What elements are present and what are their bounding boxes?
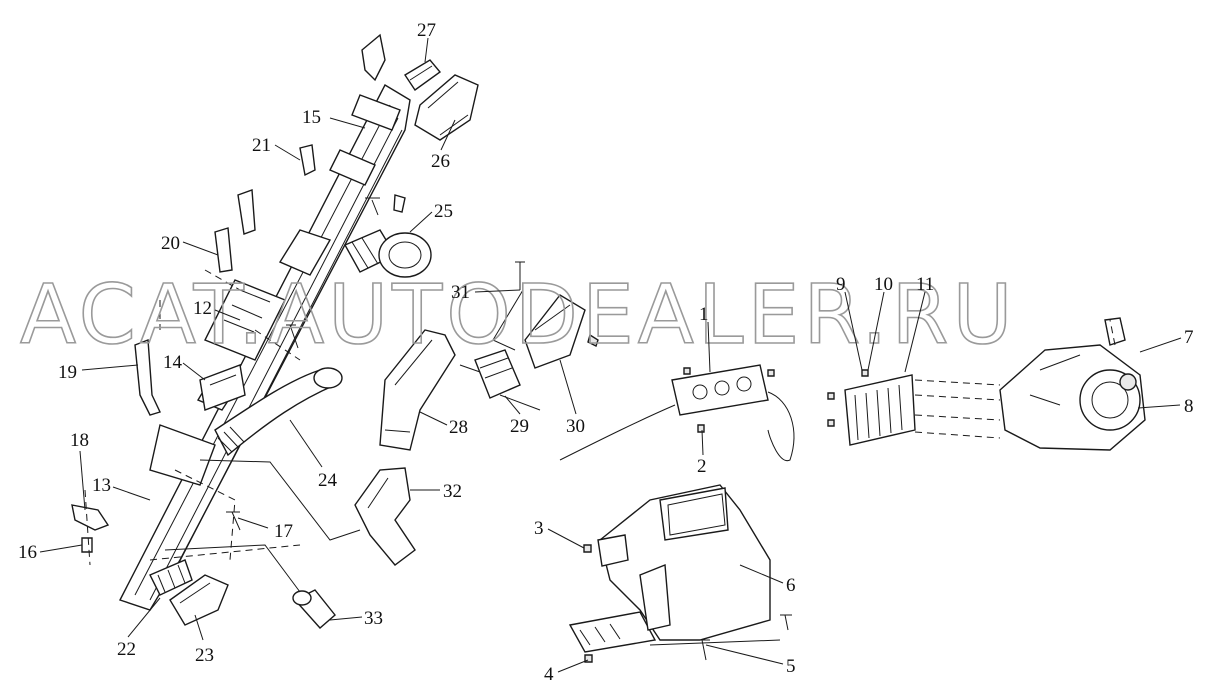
- part-23-vent: [169, 574, 229, 626]
- part-6-heater-box: [568, 484, 781, 653]
- part-28-side-duct: [379, 329, 456, 451]
- callout-28: 28: [449, 417, 468, 438]
- callout-12: 12: [193, 298, 212, 319]
- callout-10: 10: [874, 274, 893, 295]
- bracket-21: [299, 144, 316, 177]
- callout-3: 3: [534, 518, 544, 539]
- part-24-hose: [214, 367, 343, 457]
- callout-1: 1: [699, 304, 709, 325]
- callout-labels: 1 2 3 4 5 6 7 8 9 10 11 12 13 14 15 16 1…: [18, 20, 1194, 685]
- callout-21: 21: [252, 135, 271, 156]
- callout-13: 13: [92, 475, 111, 496]
- watermark-text: ACAT.AUTODEALER.RU: [20, 268, 1016, 363]
- leader-lines: [39, 37, 1182, 673]
- callout-16: 16: [18, 542, 37, 563]
- callout-11: 11: [916, 274, 934, 295]
- part-33-elbow: [292, 589, 336, 629]
- callout-31: 31: [451, 282, 470, 303]
- callout-2: 2: [697, 456, 707, 477]
- callout-15: 15: [302, 107, 321, 128]
- wire-31: [492, 289, 524, 351]
- part-27-vent: [404, 59, 442, 91]
- callout-29: 29: [510, 416, 529, 437]
- callout-27: 27: [417, 20, 436, 41]
- part-3-nut: [583, 544, 592, 553]
- part-16-clip: [81, 537, 93, 553]
- callout-30: 30: [566, 416, 585, 437]
- screw-mid: [286, 324, 299, 349]
- part-26-vent-nozzle: [414, 74, 479, 141]
- part-14-outlet: [199, 364, 246, 411]
- bracket-20: [214, 227, 233, 273]
- callout-23: 23: [195, 645, 214, 666]
- part-11-filter-grille: [827, 369, 916, 446]
- screw-31a: [515, 261, 525, 290]
- part-1-control-panel: [559, 364, 795, 462]
- callout-32: 32: [443, 481, 462, 502]
- part-30-panel: [524, 294, 599, 369]
- callout-33: 33: [364, 608, 383, 629]
- part-25-round-vent: [344, 229, 432, 278]
- callout-8: 8: [1184, 396, 1194, 417]
- callout-9: 9: [836, 274, 846, 295]
- clip-near-25: [393, 194, 406, 213]
- part-18-bracket: [71, 504, 110, 531]
- part-17-screw: [226, 511, 241, 531]
- callout-20: 20: [161, 233, 180, 254]
- callout-22: 22: [117, 639, 136, 660]
- callout-26: 26: [431, 151, 450, 172]
- callout-7: 7: [1184, 327, 1194, 348]
- bracket-mid: [237, 189, 256, 235]
- callout-4: 4: [544, 664, 554, 685]
- part-32-duct: [354, 467, 416, 566]
- callout-5: 5: [786, 656, 796, 677]
- bracket-top: [361, 33, 386, 82]
- screw-near-25: [365, 197, 380, 216]
- part-5-screw: [698, 639, 710, 661]
- screw-right-6: [780, 614, 792, 631]
- part-19-bracket: [134, 339, 161, 416]
- callout-18: 18: [70, 430, 89, 451]
- part-8-blower-motor: [999, 317, 1146, 451]
- callout-17: 17: [274, 521, 293, 542]
- callout-19: 19: [58, 362, 77, 383]
- callout-24: 24: [318, 470, 338, 491]
- callout-25: 25: [434, 201, 453, 222]
- callout-6: 6: [786, 575, 796, 596]
- part-22-bellows: [149, 559, 193, 596]
- callout-14: 14: [163, 352, 183, 373]
